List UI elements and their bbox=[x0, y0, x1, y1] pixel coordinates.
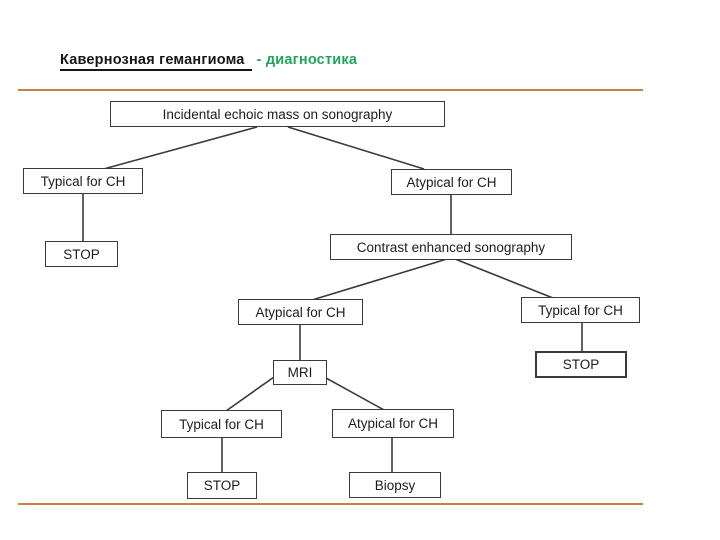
connector-root-typical-left bbox=[99, 126, 258, 171]
node-atypical-for-ch-right: Atypical for CH bbox=[391, 169, 512, 195]
node-incidental-echoic-mass: Incidental echoic mass on sonography bbox=[110, 101, 445, 127]
node-atypical-for-ch-bottom: Atypical for CH bbox=[332, 409, 454, 438]
node-mri: MRI bbox=[273, 360, 327, 385]
node-stop-left: STOP bbox=[45, 241, 118, 267]
node-atypical-for-ch-mid: Atypical for CH bbox=[238, 299, 363, 325]
node-typical-for-ch-right: Typical for CH bbox=[521, 297, 640, 323]
node-typical-for-ch-bottom: Typical for CH bbox=[161, 410, 282, 438]
node-biopsy: Biopsy bbox=[349, 472, 441, 498]
slide-title-main: Кавернозная гемангиома bbox=[60, 52, 252, 71]
connector-contrast-atypical-mid bbox=[311, 258, 448, 301]
connector-root-atypical-right bbox=[287, 126, 425, 170]
connector-mri-typical-bottom bbox=[225, 376, 275, 412]
bottom-divider-line bbox=[18, 503, 643, 505]
slide-title-accent: - диагностика bbox=[256, 52, 358, 68]
node-contrast-enhanced-sonography: Contrast enhanced sonography bbox=[330, 234, 572, 260]
node-typical-for-ch-left: Typical for CH bbox=[23, 168, 143, 194]
connector-contrast-typical-right bbox=[454, 258, 554, 299]
node-stop-bottom: STOP bbox=[187, 472, 257, 499]
connector-mri-atypical-bottom bbox=[325, 377, 385, 411]
top-divider-line bbox=[18, 89, 643, 91]
node-stop-right: STOP bbox=[535, 351, 627, 378]
slide-title: Кавернозная гемангиома- диагностика bbox=[60, 52, 358, 71]
